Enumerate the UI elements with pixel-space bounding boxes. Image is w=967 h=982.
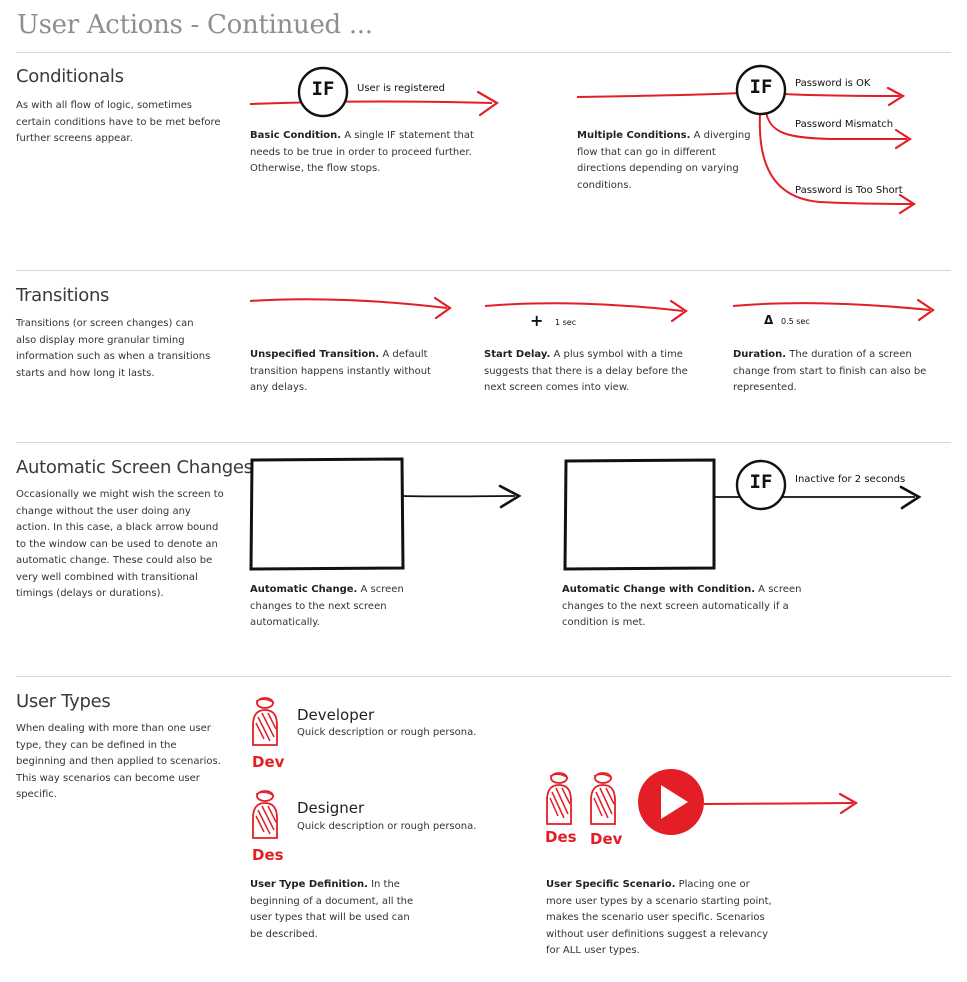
user-name: Designer [297,799,365,817]
user-tag: Des [252,846,284,864]
automatic-change-caption: Automatic Change. A screen changes to th… [250,582,425,632]
if-label: IF [749,76,773,98]
delta-icon: Δ [764,313,774,327]
branch-arrowhead-ok [886,86,906,107]
condition-label: Password Mismatch [795,119,894,130]
user-type-definition-caption: User Type Definition. In the beginning o… [250,877,425,943]
section-title-conditionals: Conditionals [16,66,124,87]
duration-caption: Duration. The duration of a screen chang… [733,347,943,397]
if-label: IF [311,78,335,100]
user-tag: Des [545,828,577,846]
caption-title: Multiple Conditions. [577,130,691,141]
if-circle [735,64,787,116]
automatic-arrowhead [899,485,922,510]
scenario-arrow [703,802,854,805]
start-delay-caption: Start Delay. A plus symbol with a time s… [484,347,699,397]
plus-icon: + [530,311,544,330]
if-circle [297,66,349,118]
caption-title: Start Delay. [484,349,551,360]
divider [16,52,951,53]
user-description: Quick description or rough persona. [297,727,477,738]
basic-condition-arrowhead [476,90,500,117]
screen-box [563,458,716,571]
play-triangle [661,785,688,819]
caption-text: In the beginning of a document, all the … [250,879,414,940]
caption-text: A screen changes to the next screen auto… [562,584,802,628]
screen-box [249,457,405,571]
transition-arrow-duration [732,302,931,311]
basic-condition-arrow [249,100,493,105]
basic-condition-caption: Basic Condition. A single IF statement t… [250,128,475,178]
caption-title: Basic Condition. [250,130,342,141]
caption-text: A default transition happens instantly w… [250,349,431,393]
section-title-automatic: Automatic Screen Changes [16,457,253,478]
duration-time: 0.5 sec [781,317,810,326]
caption-title: Duration. [733,349,787,360]
caption-title: User Type Definition. [250,879,368,890]
if-label: IF [749,471,773,493]
condition-label: Inactive for 2 seconds [795,474,906,485]
branch-arrowhead-mismatch [894,128,913,150]
caption-title: Unspecified Transition. [250,349,380,360]
caption-text: A plus symbol with a time suggests that … [484,349,688,393]
condition-label: User is registered [357,83,445,94]
section-title-transitions: Transitions [16,285,110,306]
transition-arrow-delay [484,302,684,312]
section-description-user-types: When dealing with more than one user typ… [16,723,221,800]
caption-title: User Specific Scenario. [546,879,676,890]
caption-title: Automatic Change. [250,584,358,595]
multi-condition-incoming-arrow [576,92,741,98]
transition-arrow-unspecified [249,298,448,309]
caption-text: A diverging flow that can go in differen… [577,130,751,191]
branch-arrow-mismatch [765,111,907,140]
user-icon [590,772,616,825]
user-description: Quick description or rough persona. [297,821,477,832]
caption-text: A screen changes to the next screen auto… [250,584,404,628]
user-tag: Dev [252,753,285,771]
automatic-change-condition-caption: Automatic Change with Condition. A scree… [562,582,812,632]
user-icon [252,697,278,746]
section-description-transitions: Transitions (or screen changes) can also… [16,318,211,379]
scenario-arrowhead [838,792,859,815]
multiple-conditions-caption: Multiple Conditions. A diverging flow th… [577,128,752,194]
section-description-conditionals: As with all flow of logic, sometimes cer… [16,100,221,144]
caption-title: Automatic Change with Condition. [562,584,755,595]
automatic-arrowhead [498,484,522,509]
user-icon [546,772,572,825]
transition-arrowhead [433,296,452,320]
divider [16,676,951,677]
section-title-user-types: User Types [16,691,111,712]
user-specific-scenario-caption: User Specific Scenario. Placing one or m… [546,877,776,960]
delay-time: 1 sec [555,318,577,327]
user-icon [252,790,278,839]
user-name: Developer [297,706,375,724]
condition-label: Password is Too Short [795,185,903,196]
caption-text: The duration of a screen change from sta… [733,349,927,393]
page-title: User Actions - Continued ... [17,10,373,40]
condition-label: Password is OK [795,78,871,89]
branch-arrow-ok [784,93,901,97]
caption-text: Placing one or more user types by a scen… [546,879,772,956]
branch-arrowhead-short [898,193,917,215]
transition-arrowhead [669,299,688,323]
branch-arrow-short [758,113,913,205]
unspecified-transition-caption: Unspecified Transition. A default transi… [250,347,450,397]
section-description-automatic: Occasionally we might wish the screen to… [16,489,224,599]
caption-text: A single IF statement that needs to be t… [250,130,474,174]
user-tag: Dev [590,830,623,848]
divider [16,442,951,443]
transition-arrowhead [916,298,935,322]
if-circle [735,459,787,511]
divider [16,270,951,271]
